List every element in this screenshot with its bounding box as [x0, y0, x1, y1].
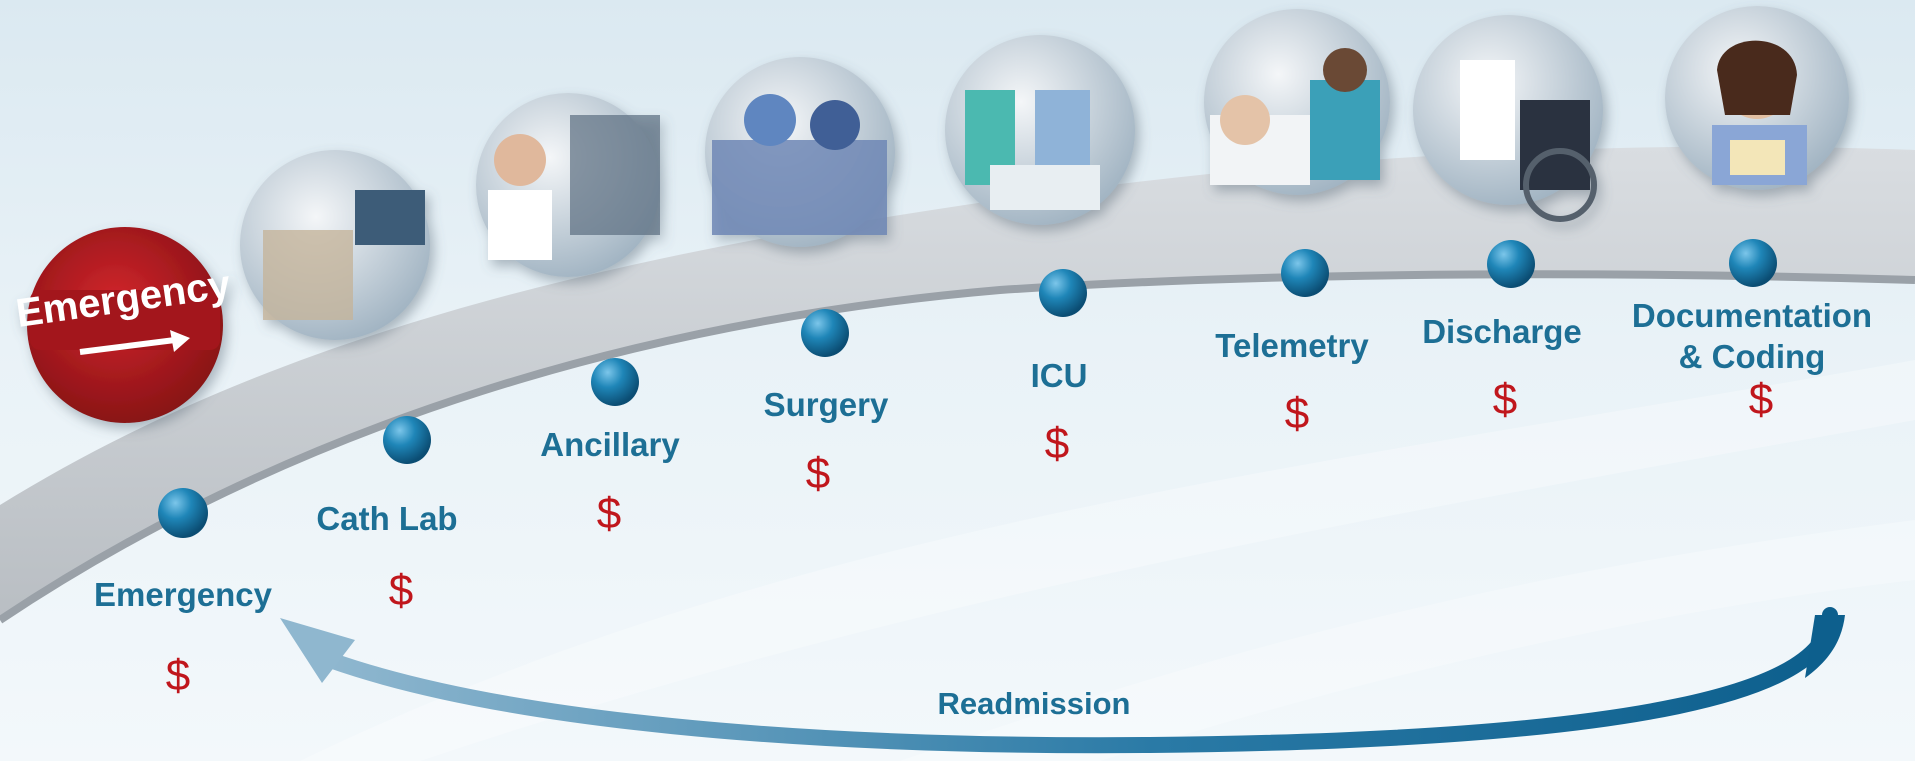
cost-cath-lab: $: [389, 566, 413, 615]
label-emergency: Emergency: [94, 576, 273, 613]
stage-labels: Emergency Cath Lab Ancillary Surgery ICU…: [94, 297, 1872, 613]
node-documentation-coding: [1729, 239, 1777, 287]
photo-emergency: Emergency: [13, 227, 234, 423]
photo-ancillary: [476, 93, 660, 277]
label-documentation-line2: & Coding: [1679, 338, 1826, 375]
photo-cath-lab: [240, 150, 430, 340]
readmission-label: Readmission: [938, 686, 1131, 721]
label-surgery: Surgery: [764, 386, 889, 423]
label-documentation-line1: Documentation: [1632, 297, 1872, 334]
node-emergency: [158, 488, 208, 538]
photo-documentation-coding: [1665, 6, 1849, 190]
photo-telemetry: [1204, 9, 1390, 195]
photo-surgery: [705, 57, 895, 247]
pathway-line: [0, 270, 1915, 624]
cost-icu: $: [1045, 419, 1069, 468]
label-ancillary: Ancillary: [540, 426, 680, 463]
cost-emergency: $: [166, 651, 190, 700]
label-discharge: Discharge: [1422, 313, 1582, 350]
node-surgery: [801, 309, 849, 357]
node-telemetry: [1281, 249, 1329, 297]
photo-icu: [945, 35, 1135, 225]
cost-surgery: $: [806, 449, 830, 498]
photo-discharge: [1413, 15, 1603, 222]
node-cath-lab: [383, 416, 431, 464]
node-discharge: [1487, 240, 1535, 288]
cost-ancillary: $: [597, 489, 621, 538]
cost-telemetry: $: [1285, 389, 1309, 438]
readmission-arrowhead: [280, 618, 355, 683]
pathway-band: [0, 146, 1915, 620]
label-icu: ICU: [1031, 357, 1088, 394]
pathway-nodes: [158, 239, 1777, 538]
label-telemetry: Telemetry: [1215, 327, 1369, 364]
cost-documentation-coding: $: [1749, 375, 1773, 424]
cost-discharge: $: [1493, 375, 1517, 424]
node-ancillary: [591, 358, 639, 406]
cost-markers: $ $ $ $ $ $ $ $: [166, 375, 1773, 700]
readmission-arrow: [280, 607, 1845, 754]
label-cath-lab: Cath Lab: [316, 500, 457, 537]
node-icu: [1039, 269, 1087, 317]
background-swooshes: [300, 360, 1915, 761]
